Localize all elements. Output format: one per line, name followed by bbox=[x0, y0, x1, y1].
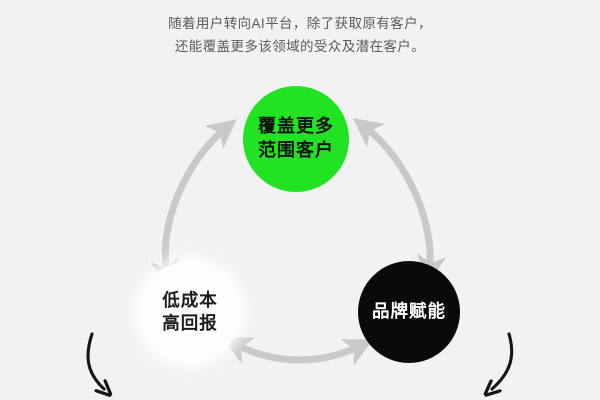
node-coverage[interactable]: 覆盖更多 范围客户 bbox=[243, 86, 349, 192]
caption-line-1: 随着用户转向AI平台，除了获取原有客户， bbox=[168, 16, 432, 31]
node-coverage-line-2: 范围客户 bbox=[258, 140, 334, 160]
outflow-arrow-left bbox=[86, 332, 104, 389]
node-low-cost-line-2: 高回报 bbox=[162, 313, 218, 333]
node-low-cost[interactable]: 低成本 高回报 bbox=[139, 261, 241, 363]
caption-line-2: 还能覆盖更多该领域的受众及潜在客户。 bbox=[174, 39, 426, 54]
connector-bottom bbox=[221, 337, 374, 366]
connector-left bbox=[150, 119, 237, 289]
caption-text: 随着用户转向AI平台，除了获取原有客户， 还能覆盖更多该领域的受众及潜在客户。 bbox=[0, 12, 600, 58]
connector-right bbox=[352, 117, 447, 285]
node-coverage-line-1: 覆盖更多 bbox=[258, 116, 334, 137]
node-low-cost-line-1: 低成本 bbox=[162, 289, 218, 310]
node-brand-line-1: 品牌赋能 bbox=[372, 301, 446, 322]
outflow-arrow-right bbox=[492, 332, 514, 389]
node-brand[interactable]: 品牌赋能 bbox=[358, 261, 460, 363]
